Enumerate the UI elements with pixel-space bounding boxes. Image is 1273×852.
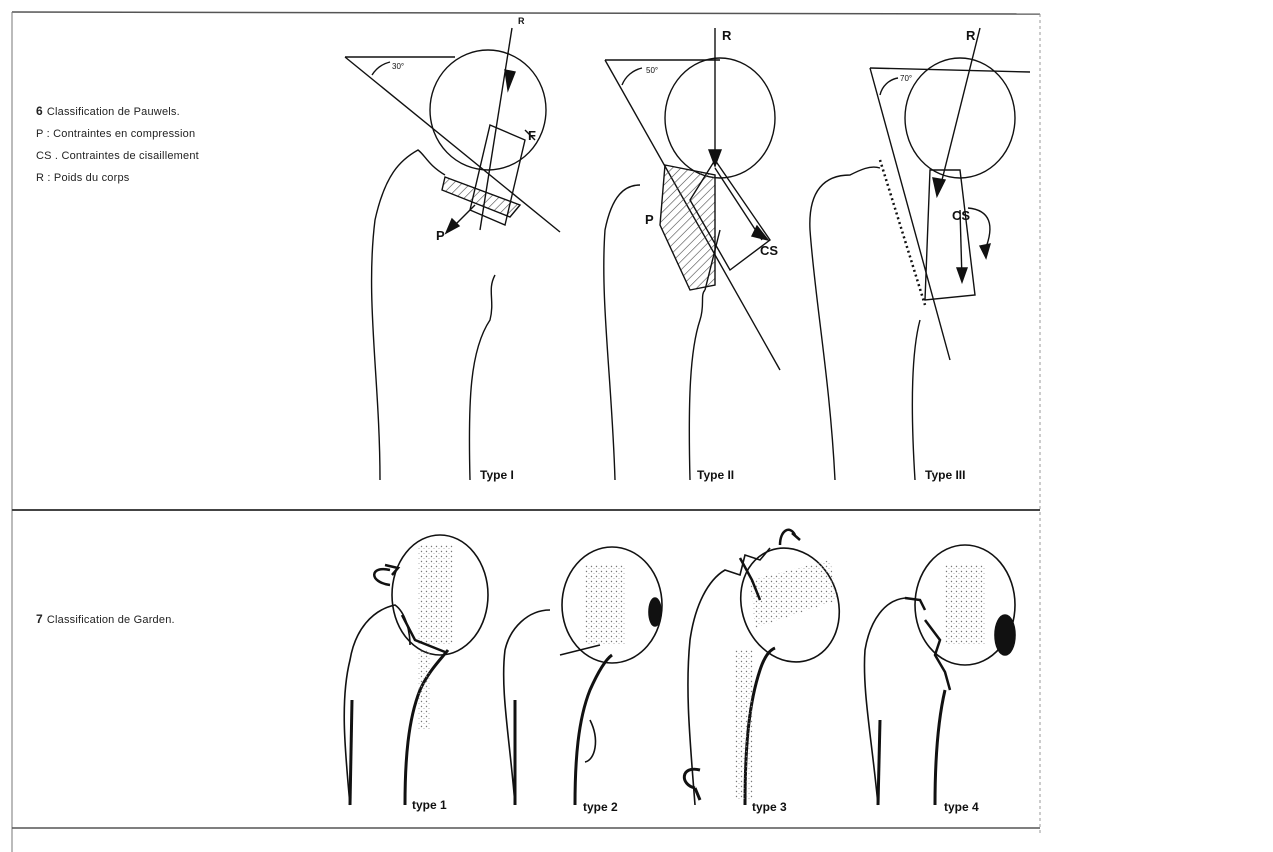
angle-label-type-2: 50° [646, 66, 658, 75]
force-label-r-type-2: R [722, 28, 731, 43]
garden-title: Classification de Garden. [47, 614, 175, 626]
legend-item-body-weight: R : Poids du corps [36, 167, 199, 189]
garden-type-4-label: type 4 [944, 800, 979, 814]
legend-item-shear: CS . Contraintes de cisaillement [36, 145, 199, 167]
pauwels-type-3-drawing [810, 28, 1030, 480]
pauwels-type-1-label: Type I [480, 468, 514, 482]
garden-type-3-label: type 3 [752, 800, 787, 814]
force-label-cs-type-2: CS [760, 243, 778, 258]
force-label-f: F [528, 128, 536, 143]
force-label-p-type-2: P [645, 212, 654, 227]
garden-legend: 7 Classification de Garden. [36, 608, 175, 631]
garden-type-1-label: type 1 [412, 798, 447, 812]
force-label-cs-type-3: CS [952, 208, 970, 223]
garden-type-2-drawing [504, 547, 662, 805]
pauwels-type-2-drawing [604, 28, 780, 480]
force-label-r-type-1: R [518, 16, 525, 26]
pauwels-title: Classification de Pauwels. [47, 106, 180, 118]
pauwels-legend: 6 Classification de Pauwels. P : Contrain… [36, 100, 199, 189]
force-label-r-type-3: R [966, 28, 975, 43]
force-label-p-type-1: P [436, 228, 445, 243]
frame-top-line [12, 12, 1040, 14]
legend-item-compression: P : Contraintes en compression [36, 123, 199, 145]
garden-type-3-drawing [684, 530, 855, 805]
garden-type-2-label: type 2 [583, 800, 618, 814]
pauwels-type-3-label: Type III [925, 468, 965, 482]
pauwels-type-2-label: Type II [697, 468, 734, 482]
pauwels-figure-number: 6 [36, 104, 43, 118]
angle-label-type-1: 30° [392, 62, 404, 71]
garden-type-1-drawing [344, 535, 488, 805]
garden-figure-number: 7 [36, 612, 43, 626]
angle-label-type-3: 70° [900, 74, 912, 83]
pauwels-type-1-drawing [345, 28, 560, 480]
garden-type-4-drawing [864, 545, 1015, 805]
